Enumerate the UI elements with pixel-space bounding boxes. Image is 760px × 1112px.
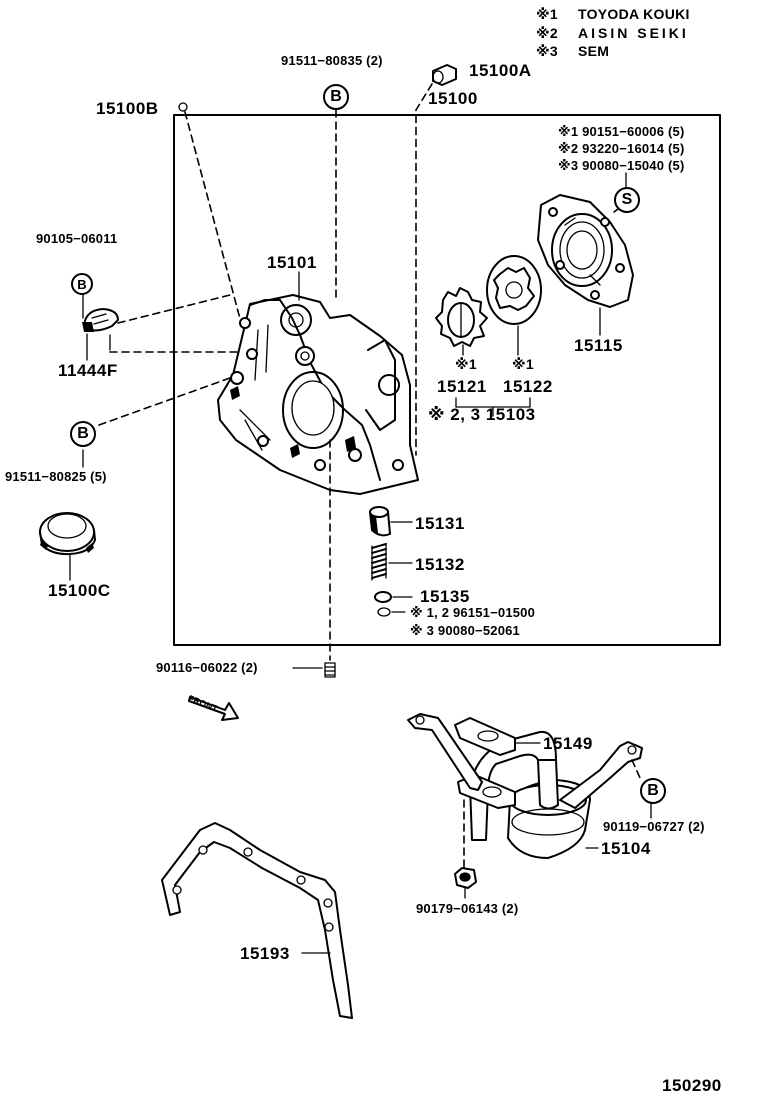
pump-cover-15115 (537, 194, 634, 308)
label-mark-1a: ※1 (455, 356, 477, 372)
label-15149: 15149 (543, 734, 593, 753)
callout-s: S (614, 187, 640, 213)
retainer-15135 (374, 591, 392, 603)
label-15115: 15115 (574, 336, 623, 355)
leader-bolt-left-dash (98, 377, 231, 426)
label-15100c: 15100C (48, 581, 111, 600)
label-ring-3: ※ 3 90080−52061 (410, 623, 520, 638)
label-bolt-right: 90119−06727 (2) (603, 819, 705, 834)
label-15122: 15122 (503, 377, 553, 396)
label-s1-part: ※1 90151−60006 (5) (558, 124, 685, 139)
legend-text-2: AISIN SEIKI (578, 25, 689, 41)
label-15135: 15135 (420, 587, 470, 606)
plug-90116 (324, 662, 336, 678)
leader-cap-dash (109, 294, 238, 353)
label-15132: 15132 (415, 555, 465, 574)
cap-11444f (82, 308, 119, 332)
nut-90179 (454, 867, 477, 889)
label-15100: 15100 (428, 89, 478, 108)
snap-ring (377, 607, 391, 617)
callout-b-90105: B (71, 273, 93, 295)
label-11444f: 11444F (58, 361, 118, 380)
front-arrow (188, 696, 239, 721)
bushing-15100a (432, 64, 457, 86)
drive-rotor-15121 (435, 287, 488, 347)
callout-b-left: B (70, 421, 96, 447)
callout-b-right: B (640, 778, 666, 804)
leader-15100a (415, 83, 433, 456)
pin-15100b (178, 102, 188, 112)
diagram-number: 150290 (662, 1076, 722, 1095)
label-15131: 15131 (415, 514, 465, 533)
label-plug: 90116−06022 (2) (156, 660, 258, 675)
label-bolt-top: 91511−80835 (2) (281, 53, 383, 68)
label-ring-12: ※ 1, 2 96151−01500 (410, 605, 536, 620)
label-nut: 90179−06143 (2) (416, 901, 519, 916)
leader-15100b (184, 111, 244, 331)
label-15100a: 15100A (469, 61, 532, 80)
gasket-15193 (161, 822, 353, 1019)
strainer-15104 (407, 713, 643, 859)
label-s2-part: ※2 93220−16014 (5) (558, 141, 685, 156)
label-mark-1b: ※1 (512, 356, 534, 372)
spring-15132 (371, 543, 387, 581)
pump-body-15101 (217, 294, 419, 495)
label-15103: ※ 2, 3 15103 (428, 405, 536, 424)
label-90105: 90105−06011 (36, 231, 118, 246)
label-bolt-left: 91511−80825 (5) (5, 469, 107, 484)
label-15121: 15121 (437, 377, 487, 396)
callout-b-top: B (323, 84, 349, 110)
legend-text-3: SEM (578, 43, 610, 59)
label-15193: 15193 (240, 944, 290, 963)
label-15104: 15104 (601, 839, 651, 858)
oil-seal-15100c (39, 512, 96, 556)
legend-mark-2: ※2 (536, 25, 558, 41)
bracket-15103 (455, 397, 531, 417)
driven-rotor-15122 (486, 255, 542, 325)
label-15100b: 15100B (96, 99, 159, 118)
legend-mark-1: ※1 (536, 6, 558, 22)
assembly-frame (173, 114, 721, 646)
leader-bolt-right-dash (631, 759, 641, 779)
relief-valve-15131 (369, 506, 391, 537)
legend-text-1: TOYODA KOUKI (578, 6, 690, 22)
label-15101: 15101 (267, 253, 317, 272)
label-s3-part: ※3 90080−15040 (5) (558, 158, 685, 173)
legend-mark-3: ※3 (536, 43, 558, 59)
